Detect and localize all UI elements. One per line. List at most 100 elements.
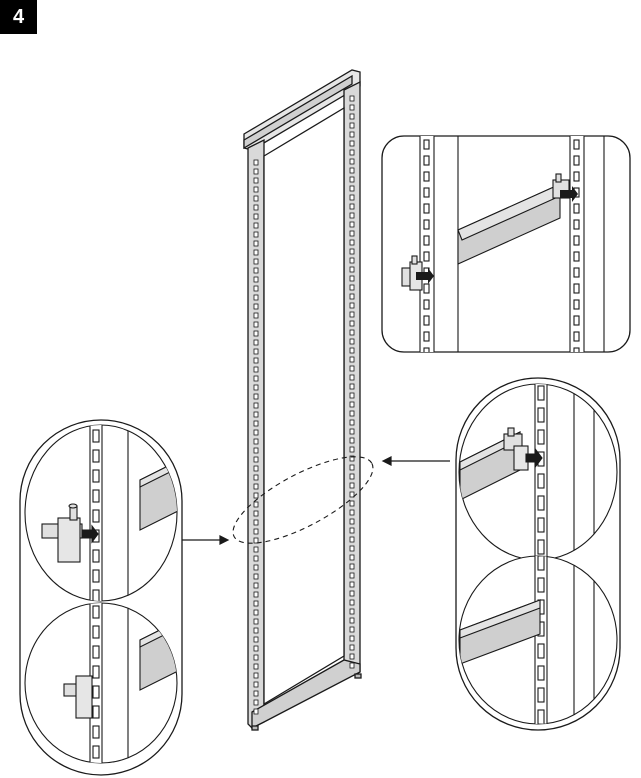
slot: [92, 469, 100, 483]
slot: [349, 140, 355, 147]
slot: [573, 267, 580, 278]
frame-panel: [243, 69, 362, 731]
slot: [573, 139, 580, 150]
slot: [349, 563, 355, 570]
slot: [423, 299, 430, 310]
slot: [253, 591, 259, 598]
slot: [92, 625, 100, 639]
slot: [349, 95, 355, 102]
slot: [349, 194, 355, 201]
slot: [537, 687, 545, 703]
slot: [92, 605, 100, 619]
slot: [253, 231, 259, 238]
zoom-circle-right: [455, 377, 621, 731]
slot: [349, 419, 355, 426]
slot: [253, 510, 259, 517]
arrow-right-icon: [182, 535, 230, 545]
slot: [349, 491, 355, 498]
slot: [573, 299, 580, 310]
slot: [349, 347, 355, 354]
slot: [537, 709, 545, 724]
slot: [253, 600, 259, 607]
slot: [423, 251, 430, 262]
slot: [253, 690, 259, 697]
slot: [537, 385, 545, 401]
slot: [253, 258, 259, 265]
highlight-ellipse: [232, 456, 374, 544]
slot: [92, 449, 100, 463]
slot: [349, 392, 355, 399]
slot: [349, 338, 355, 345]
slot: [423, 187, 430, 198]
slot: [253, 240, 259, 247]
slot: [349, 356, 355, 363]
slot: [537, 643, 545, 659]
slot: [349, 131, 355, 138]
slot: [573, 203, 580, 214]
slot: [573, 251, 580, 262]
slot: [349, 527, 355, 534]
slot: [253, 186, 259, 193]
slot: [253, 447, 259, 454]
slot: [92, 429, 100, 443]
slot: [423, 219, 430, 230]
slot: [349, 509, 355, 516]
slot: [92, 549, 100, 563]
slot: [423, 283, 430, 294]
step-number-badge: 4: [0, 0, 37, 34]
slot: [349, 374, 355, 381]
slot: [253, 303, 259, 310]
slot: [573, 347, 580, 352]
slot: [349, 500, 355, 507]
slot: [253, 402, 259, 409]
slot: [349, 662, 355, 669]
slot: [423, 315, 430, 326]
slot: [537, 556, 545, 571]
slot: [253, 222, 259, 229]
slot: [349, 635, 355, 642]
slot: [349, 599, 355, 606]
slot: [349, 230, 355, 237]
slot: [253, 348, 259, 355]
slot: [423, 331, 430, 342]
slot: [573, 331, 580, 342]
slot: [349, 122, 355, 129]
slot: [349, 149, 355, 156]
slot: [423, 171, 430, 182]
slot: [537, 429, 545, 445]
slot: [253, 213, 259, 220]
zoom-inset-top-right: [381, 135, 631, 353]
slot: [92, 509, 100, 523]
slot: [349, 545, 355, 552]
slot: [349, 626, 355, 633]
slot: [349, 536, 355, 543]
slot: [253, 321, 259, 328]
slot: [253, 654, 259, 661]
slot: [253, 681, 259, 688]
slot: [349, 293, 355, 300]
left-post-slots: [253, 159, 259, 715]
slot: [92, 685, 100, 699]
slot: [253, 375, 259, 382]
slot: [537, 539, 545, 555]
slot: [253, 519, 259, 526]
slot: [253, 249, 259, 256]
slot: [253, 294, 259, 301]
slot: [349, 365, 355, 372]
slot: [573, 315, 580, 326]
slot: [92, 645, 100, 659]
slot: [423, 155, 430, 166]
slot: [253, 672, 259, 679]
slot: [537, 577, 545, 593]
slot: [349, 248, 355, 255]
slot: [423, 235, 430, 246]
slot: [423, 347, 430, 352]
slot: [92, 705, 100, 719]
slot: [349, 644, 355, 651]
slot: [253, 168, 259, 175]
slot: [423, 139, 430, 150]
slot: [253, 663, 259, 670]
slot: [349, 401, 355, 408]
slot: [573, 171, 580, 182]
slot: [253, 537, 259, 544]
